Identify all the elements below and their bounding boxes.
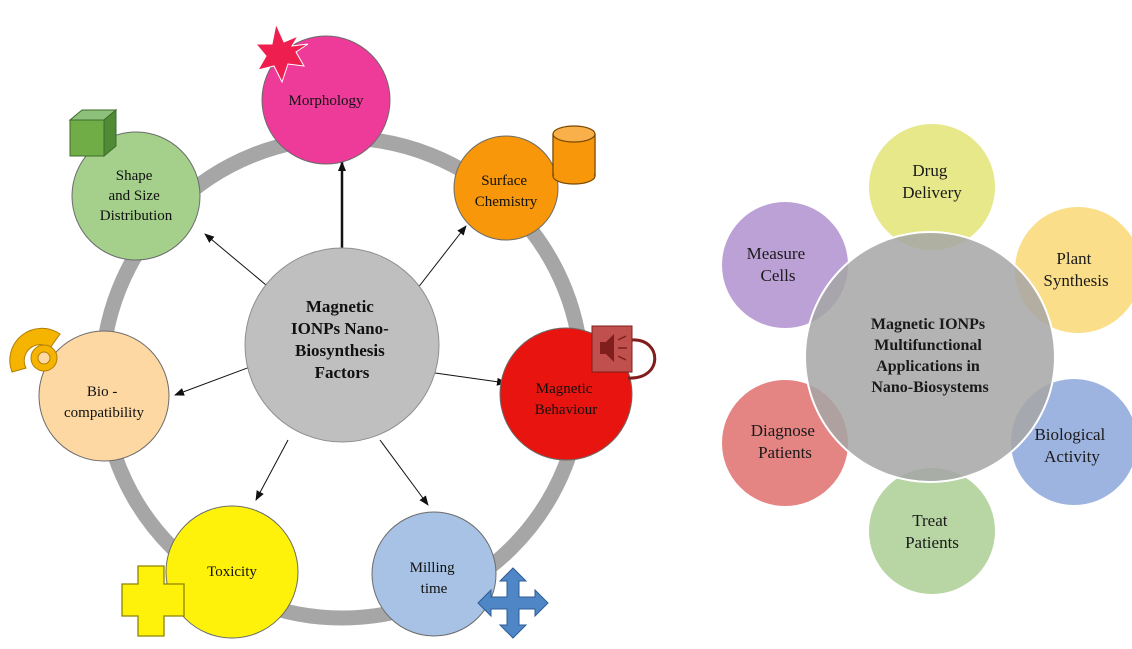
bubble-label-line: Biological xyxy=(1034,425,1105,444)
node-label-magnetic-behaviour: Magnetic Behaviour xyxy=(535,381,597,418)
bubble-label-measure-cells: Measure Cells xyxy=(747,244,810,285)
center-label-line: Applications in xyxy=(876,358,980,375)
factor-node-magnetic-behaviour: Magnetic Behaviour xyxy=(499,325,657,461)
bubble-label-line: Treat xyxy=(912,511,948,530)
arrow-to-magnetic-behaviour xyxy=(427,371,507,386)
bubble-label-line: Diagnose xyxy=(751,421,815,440)
bubble-label-line: Patients xyxy=(758,443,812,462)
applications-diagram: Drug Delivery Plant Synthesis Biological… xyxy=(720,122,1132,596)
bubble-label-line: Plant xyxy=(1056,249,1091,268)
arrow-to-toxicity xyxy=(255,439,289,501)
starburst-icon xyxy=(254,22,309,84)
node-label-line: Chemistry xyxy=(475,194,538,210)
cube-icon xyxy=(68,108,118,158)
bubble-label-line: Measure xyxy=(747,244,806,263)
application-bubble-treat-patients: Treat Patients xyxy=(867,466,997,596)
node-label-line: Shape xyxy=(116,168,153,184)
application-bubble-measure-cells: Measure Cells xyxy=(720,200,850,330)
factors-center-node: Magnetic IONPs Nano- Biosynthesis Factor… xyxy=(244,247,440,443)
node-label-line: Distribution xyxy=(100,208,173,224)
node-label-line: Toxicity xyxy=(207,564,257,580)
factor-node-biocompatibility: Bio - compatibility xyxy=(9,327,170,462)
bubble-label-biological-activity: Biological Activity xyxy=(1034,425,1109,466)
center-label-line: IONPs Nano- xyxy=(291,319,389,338)
node-label-toxicity: Toxicity xyxy=(207,564,257,580)
application-bubble-plant-synthesis: Plant Synthesis xyxy=(1013,205,1132,335)
factors-center-label: Magnetic IONPs Nano- Biosynthesis Factor… xyxy=(291,297,393,382)
node-label-line: Behaviour xyxy=(535,402,597,418)
donut-arc-icon xyxy=(9,327,61,373)
bubble-label-line: Activity xyxy=(1044,447,1100,466)
node-label-surface-chemistry: Surface Chemistry xyxy=(475,173,538,210)
node-label-shape-size: Shape and Size Distribution xyxy=(100,168,173,224)
center-label-line: Multifunctional xyxy=(874,337,982,354)
applications-center-label: Magnetic IONPs Multifunctional Applicati… xyxy=(871,316,989,396)
bubble-label-diagnose-patients: Diagnose Patients xyxy=(751,421,819,462)
bubble-label-line: Drug xyxy=(912,161,947,180)
bubble-label-line: Cells xyxy=(761,266,796,285)
node-label-milling-time: Milling time xyxy=(410,560,459,597)
bubble-label-line: Patients xyxy=(905,533,959,552)
bubble-label-treat-patients: Treat Patients xyxy=(905,511,959,552)
center-label-line: Factors xyxy=(315,363,370,382)
four-way-arrow-icon xyxy=(477,567,549,639)
node-label-line: Bio - xyxy=(87,384,117,400)
bubble-label-line: Delivery xyxy=(902,183,962,202)
node-label-line: time xyxy=(421,581,448,597)
node-label-line: compatibility xyxy=(64,405,144,421)
center-label-line: Biosynthesis xyxy=(295,341,385,360)
factor-node-milling-time: Milling time xyxy=(371,511,549,639)
bubble-label-drug-delivery: Drug Delivery xyxy=(902,161,962,202)
factor-node-morphology: Morphology xyxy=(254,22,391,165)
node-label-biocompatibility: Bio - compatibility xyxy=(64,384,144,421)
bubble-label-plant-synthesis: Plant Synthesis xyxy=(1043,249,1108,290)
node-label-line: and Size xyxy=(109,188,161,204)
node-label-line: Magnetic xyxy=(536,381,593,397)
factor-node-shape-size: Shape and Size Distribution xyxy=(68,108,201,261)
bubble-label-line: Synthesis xyxy=(1043,271,1108,290)
factor-node-toxicity: Toxicity xyxy=(121,505,299,639)
node-label-line: Morphology xyxy=(289,93,365,109)
node-label-line: Milling xyxy=(410,560,456,576)
arrow-to-milling-time xyxy=(379,439,429,506)
node-label-morphology: Morphology xyxy=(289,93,365,109)
speaker-icon xyxy=(591,325,657,380)
cross-shape-icon xyxy=(121,565,185,637)
center-label-line: Magnetic IONPs xyxy=(871,316,985,333)
cylinder-icon xyxy=(552,125,596,185)
arrow-to-biocompatibility xyxy=(174,363,259,396)
factor-node-surface-chemistry: Surface Chemistry xyxy=(453,125,596,241)
applications-center-node: Magnetic IONPs Multifunctional Applicati… xyxy=(804,231,1056,483)
center-label-line: Magnetic xyxy=(306,297,374,316)
application-bubble-drug-delivery: Drug Delivery xyxy=(867,122,997,252)
center-label-line: Nano-Biosystems xyxy=(871,379,988,396)
node-label-line: Surface xyxy=(481,173,527,189)
factors-diagram: Morphology Surface Chemistry xyxy=(9,22,657,639)
